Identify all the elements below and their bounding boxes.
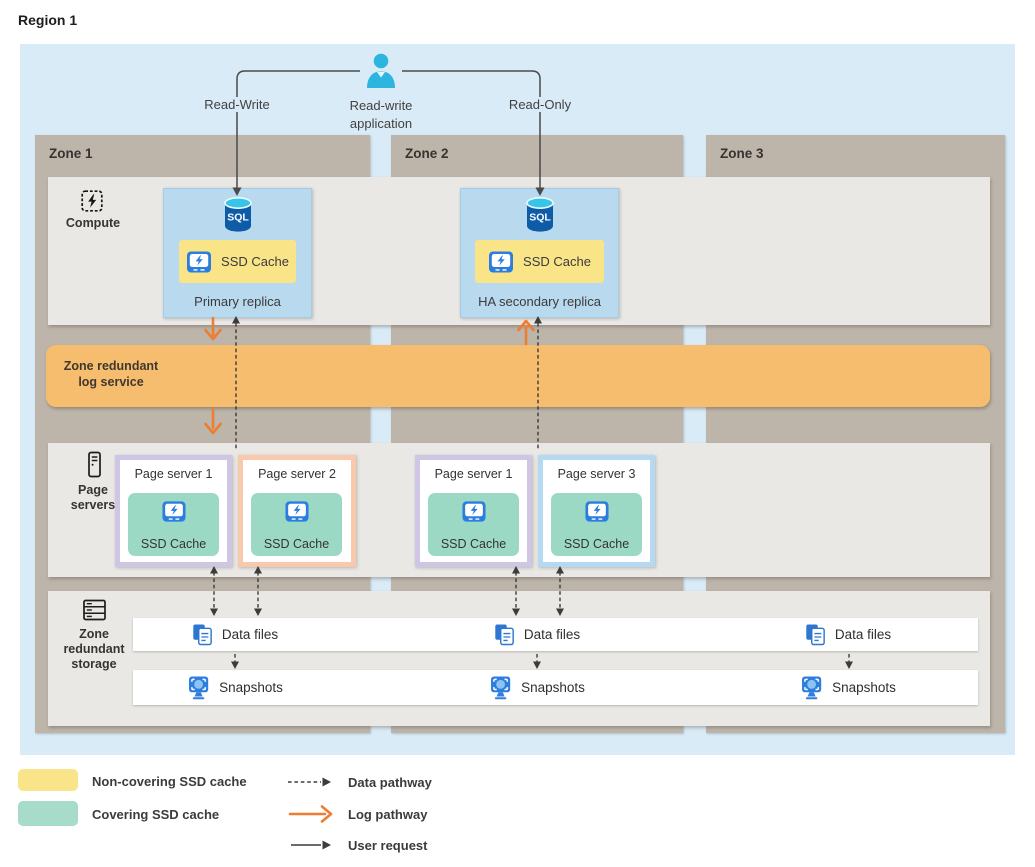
ssd-cache-label: SSD Cache <box>440 537 507 551</box>
snapshots-group: Snapshots <box>187 670 283 705</box>
legend-label: Log pathway <box>348 807 428 822</box>
ssd-cache-label: SSD Cache <box>263 537 330 551</box>
snapshot-icon <box>491 676 511 700</box>
page-server-card: Page server 2 SSD Cache <box>238 455 356 567</box>
arrowhead-right <box>322 777 331 787</box>
legend-swatch-covering <box>18 801 78 826</box>
covering-ssd-cache-box: SSD Cache <box>428 493 519 556</box>
data-files-bar: Data files Data files Data files <box>133 618 978 651</box>
ssd-cache-label: SSD Cache <box>221 254 289 269</box>
ssd-drive-icon <box>161 501 186 522</box>
snapshot-icon <box>802 676 822 700</box>
sql-database-icon: SQL <box>223 197 252 232</box>
compute-chip-icon <box>81 190 103 212</box>
primary-replica-card: SQL SSD Cache Primary replica <box>163 188 312 318</box>
ssd-drive-icon <box>584 501 609 522</box>
page-server-card: Page server 1 SSD Cache <box>115 455 232 567</box>
covering-ssd-cache-box: SSD Cache <box>128 493 219 556</box>
page-server-title: Page server 1 <box>434 467 513 481</box>
snapshots-label: Snapshots <box>832 680 896 695</box>
replica-title: HA secondary replica <box>478 294 601 309</box>
legend-label: Non-covering SSD cache <box>92 774 247 789</box>
snapshots-label: Snapshots <box>521 680 585 695</box>
page-servers-row-label: Page servers <box>70 483 116 512</box>
ha-secondary-replica-card: SQL SSD Cache HA secondary replica <box>460 188 619 318</box>
data-files-label: Data files <box>523 627 581 642</box>
legend-swatch-non-covering <box>18 769 78 791</box>
page-server-card: Page server 3 SSD Cache <box>538 455 655 567</box>
ssd-drive-icon <box>489 251 514 272</box>
snapshots-bar: Snapshots Snapshots <box>133 670 978 705</box>
log-service-bar: Zone redundant log service <box>46 345 990 407</box>
data-files-group: Data files <box>192 618 278 651</box>
covering-ssd-cache-box: SSD Cache <box>551 493 642 556</box>
sql-icon-text: SQL <box>529 212 551 224</box>
log-service-label: Zone redundant log service <box>63 359 159 390</box>
ssd-cache-label: SSD Cache <box>140 537 207 551</box>
ssd-drive-icon <box>461 501 486 522</box>
data-files-label: Data files <box>221 627 279 642</box>
server-tower-icon <box>88 451 101 478</box>
arrowhead-right <box>322 840 331 850</box>
legend-label: User request <box>348 838 428 853</box>
copy-files-icon <box>806 624 825 646</box>
ssd-cache-label: SSD Cache <box>523 254 591 269</box>
zone-label: Zone 1 <box>49 146 93 161</box>
storage-stack-icon <box>83 599 106 621</box>
zone-label: Zone 2 <box>405 146 449 161</box>
app-label: Read-write application <box>349 98 413 131</box>
snapshots-label: Snapshots <box>219 680 283 695</box>
data-files-group: Data files <box>805 618 891 651</box>
sql-icon-text: SQL <box>227 212 249 224</box>
snapshot-icon <box>189 676 209 700</box>
user-icon <box>367 53 395 88</box>
ssd-drive-icon <box>284 501 309 522</box>
read-write-label: Read-Write <box>200 97 274 112</box>
ssd-cache-label: SSD Cache <box>563 537 630 551</box>
data-files-group: Data files <box>494 618 580 651</box>
snapshots-group: Snapshots <box>489 670 585 705</box>
page-server-title: Page server 3 <box>557 467 636 481</box>
copy-files-icon <box>495 624 514 646</box>
zone-label: Zone 3 <box>720 146 764 161</box>
compute-row-label: Compute <box>65 216 121 230</box>
ssd-drive-icon <box>187 251 212 272</box>
replica-title: Primary replica <box>194 294 281 309</box>
sql-database-icon: SQL <box>525 197 554 232</box>
non-covering-ssd-cache-box: SSD Cache <box>475 240 604 283</box>
legend-label: Data pathway <box>348 775 432 790</box>
storage-row <box>48 591 990 726</box>
non-covering-ssd-cache-box: SSD Cache <box>179 240 296 283</box>
page-server-card: Page server 1 SSD Cache <box>415 455 532 567</box>
covering-ssd-cache-box: SSD Cache <box>251 493 342 556</box>
read-only-label: Read-Only <box>504 97 576 112</box>
log-arrowhead-right <box>320 805 333 823</box>
storage-row-label: Zone redundant storage <box>63 627 125 671</box>
snapshots-group: Snapshots <box>800 670 896 705</box>
legend-label: Covering SSD cache <box>92 807 220 822</box>
region-label: Region 1 <box>18 12 78 28</box>
data-files-label: Data files <box>834 627 892 642</box>
copy-files-icon <box>193 624 212 646</box>
page-server-title: Page server 1 <box>134 467 213 481</box>
page-server-title: Page server 2 <box>258 467 336 481</box>
